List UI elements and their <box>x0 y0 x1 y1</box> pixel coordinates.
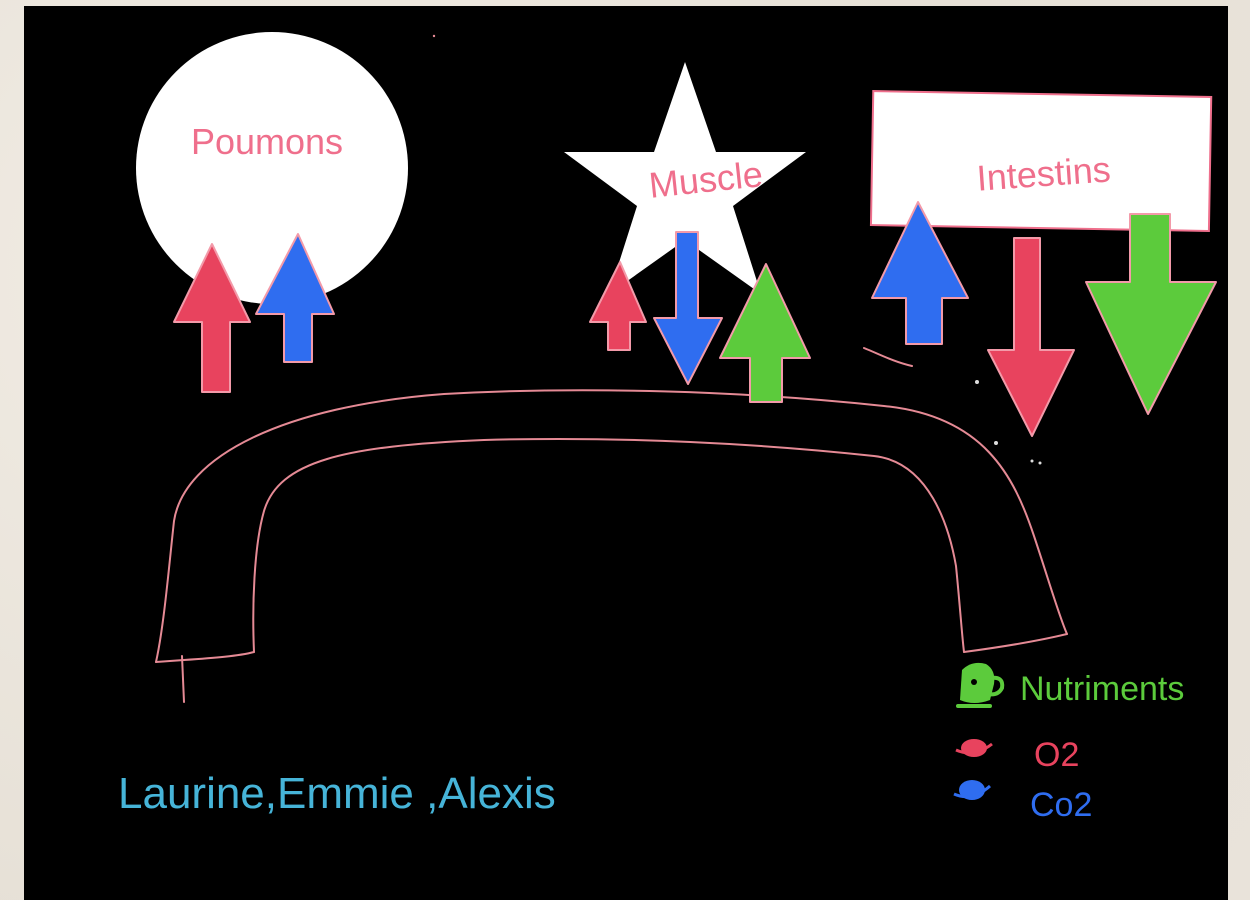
co2-icon <box>953 780 991 800</box>
vessel-small-mark <box>863 347 913 367</box>
lungs-co2-arrow <box>255 233 335 363</box>
blood-vessel <box>155 347 1068 703</box>
intestines-co2-arrow <box>871 201 969 345</box>
legend-o2: O2 <box>955 736 1079 774</box>
stray-marks <box>432 34 1042 465</box>
muscle-o2-arrow <box>589 261 647 351</box>
vessel-outer-line <box>155 389 1068 663</box>
vessel-inner-line <box>252 437 965 653</box>
intestines-label: Intestins <box>975 148 1112 198</box>
legend-nutrients: Nutriments <box>956 662 1184 708</box>
nutrient-icon <box>956 662 1005 708</box>
diagram-canvas: Poumons Muscle Intestins <box>24 6 1228 900</box>
intestines-organ: Intestins <box>869 90 1213 232</box>
circulation-diagram: Poumons Muscle Intestins <box>118 32 1217 824</box>
legend-nutrients-label: Nutriments <box>1020 670 1184 708</box>
oxygen-icon <box>955 739 993 757</box>
intestines-o2-arrow <box>987 237 1075 437</box>
lungs-label: Poumons <box>191 121 343 162</box>
lungs-o2-arrow <box>173 243 251 393</box>
legend-co2: Co2 <box>953 780 1092 824</box>
vessel-left-tick <box>181 655 185 703</box>
legend-o2-label: O2 <box>1034 736 1079 774</box>
lungs-organ: Poumons <box>136 32 408 304</box>
vessel-right-cap <box>963 633 1068 653</box>
muscle-organ: Muscle <box>564 62 806 294</box>
authors-text: Laurine,Emmie ,Alexis <box>118 769 556 818</box>
muscle-co2-arrow <box>653 231 723 385</box>
arrows <box>173 201 1217 437</box>
intestines-nutrient-arrow <box>1085 213 1217 415</box>
legend: Nutriments O2 Co2 <box>953 662 1184 824</box>
legend-co2-label: Co2 <box>1030 786 1092 824</box>
vessel-left-cap <box>155 651 255 663</box>
muscle-nutrient-arrow <box>719 263 811 403</box>
